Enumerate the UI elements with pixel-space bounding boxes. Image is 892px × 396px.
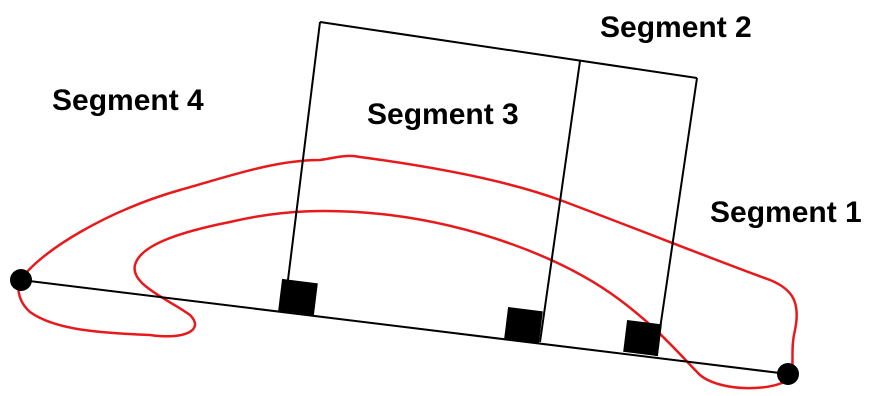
red-outline	[17, 154, 798, 390]
label-segment-3: Segment 3	[367, 98, 519, 131]
perpendicular-line-2	[539, 60, 581, 343]
baseline	[20, 279, 789, 375]
perpendicular-line-1	[283, 21, 321, 313]
endpoint-right	[777, 363, 799, 385]
top-line	[319, 21, 698, 79]
right-angle-marker-2	[504, 307, 543, 344]
right-angle-marker-3	[623, 320, 662, 357]
perpendicular-line-3	[655, 77, 698, 357]
right-angle-marker-1	[278, 278, 318, 316]
label-segment-1: Segment 1	[710, 196, 862, 229]
label-segment-2: Segment 2	[600, 11, 752, 44]
label-segment-4: Segment 4	[52, 84, 204, 117]
endpoint-left	[10, 269, 32, 291]
